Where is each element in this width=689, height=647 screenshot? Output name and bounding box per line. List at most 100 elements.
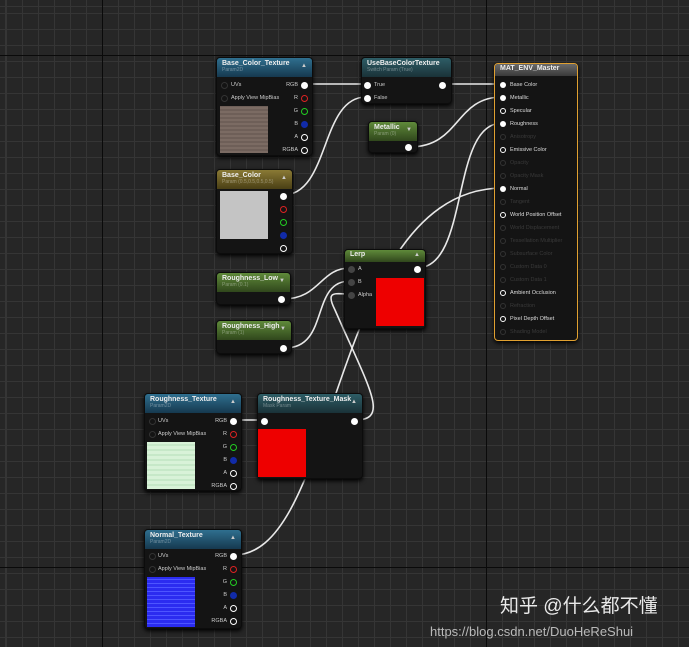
collapse-icon[interactable]: ▲ [351,399,357,405]
master-pin[interactable]: Custom Data 0 [500,263,547,271]
master-pin[interactable]: Pixel Depth Offset [500,315,554,323]
output-pin-g-icon[interactable] [301,108,308,115]
master-pin[interactable]: Ambient Occlusion [500,289,556,297]
output-pin-b-icon[interactable] [230,592,237,599]
pin-icon[interactable] [500,81,506,88]
pin-icon[interactable] [500,289,506,296]
master-pin[interactable]: Normal [500,185,528,193]
master-pin[interactable]: Subsurface Color [500,250,553,258]
pin-icon[interactable] [500,276,506,283]
output-pin-a-icon[interactable] [280,245,287,252]
pin-icon[interactable] [500,172,506,179]
output-pin-icon[interactable] [278,296,285,303]
master-pin[interactable]: Opacity Mask [500,172,543,180]
output-pin-g-icon[interactable] [280,219,287,226]
pin-icon[interactable] [500,185,506,192]
output-pin-g-icon[interactable] [230,579,237,586]
input-pin-false-icon[interactable] [364,95,371,102]
pin-icon[interactable] [500,211,506,218]
pin-icon[interactable] [500,198,506,205]
output-pin-r-icon[interactable] [280,206,287,213]
output-pin-rgb-icon[interactable] [280,193,287,200]
master-pin[interactable]: Tangent [500,198,530,206]
output-pin-icon[interactable] [351,418,358,425]
input-pin-a-icon[interactable] [348,266,355,273]
collapse-icon[interactable]: ▲ [230,535,236,541]
output-pin-rgba-icon[interactable] [230,483,237,490]
node-header[interactable]: Lerp▲ [345,250,425,262]
input-pin-icon[interactable] [149,566,156,573]
output-pin-b-icon[interactable] [301,121,308,128]
input-pin-b-icon[interactable] [348,279,355,286]
pin-icon[interactable] [500,133,506,140]
output-pin-g-icon[interactable] [230,444,237,451]
output-pin-icon[interactable] [405,144,412,151]
collapse-icon[interactable]: ▲ [414,252,420,258]
input-pin-icon[interactable] [221,82,228,89]
output-pin-b-icon[interactable] [230,457,237,464]
output-pin-r-icon[interactable] [230,431,237,438]
pin-icon[interactable] [500,237,506,244]
master-pin[interactable]: Custom Data 1 [500,276,547,284]
output-pin-a-icon[interactable] [230,605,237,612]
output-pin-r-icon[interactable] [301,95,308,102]
node-header[interactable]: MAT_ENV_Master [495,64,577,76]
master-pin[interactable]: Anisotropy [500,133,536,141]
master-pin[interactable]: Opacity [500,159,529,167]
output-pin-icon[interactable] [439,82,446,89]
output-pin-rgb-icon[interactable] [230,418,237,425]
pin-icon[interactable] [500,250,506,257]
master-pin[interactable]: Specular [500,107,532,115]
output-pin-rgb-icon[interactable] [301,82,308,89]
output-pin-icon[interactable] [414,266,421,273]
output-pin-icon[interactable] [280,345,287,352]
output-pin-rgba-icon[interactable] [230,618,237,625]
pin-icon[interactable] [500,263,506,270]
collapse-icon[interactable]: ▲ [281,175,287,181]
pin-icon[interactable] [500,302,506,309]
output-pin-a-icon[interactable] [301,134,308,141]
input-pin-alpha-icon[interactable] [348,292,355,299]
collapse-icon[interactable]: ▼ [279,278,285,284]
output-pin-rgb-icon[interactable] [230,553,237,560]
master-pin[interactable]: Shading Model [500,328,547,336]
output-pin-r-icon[interactable] [230,566,237,573]
input-pin-icon[interactable] [149,431,156,438]
collapse-icon[interactable]: ▲ [230,399,236,405]
collapse-icon[interactable]: ▼ [406,127,412,133]
input-pin-icon[interactable] [149,553,156,560]
collapse-icon[interactable]: ▲ [301,63,307,69]
pin-icon[interactable] [500,120,506,127]
pin-icon[interactable] [500,94,506,101]
input-pin-icon[interactable] [221,95,228,102]
output-pin-a-icon[interactable] [230,470,237,477]
pin-icon[interactable] [500,146,506,153]
node-lerp[interactable]: Lerp▲ A B Alpha [344,249,426,329]
input-pin-true-icon[interactable] [364,82,371,89]
pin-icon[interactable] [500,224,506,231]
master-pin[interactable]: Refraction [500,302,535,310]
master-pin[interactable]: World Position Offset [500,211,561,219]
master-pin[interactable]: Base Color [500,81,537,89]
master-pin[interactable]: Emissive Color [500,146,547,154]
pin-icon[interactable] [500,328,506,335]
pin-icon[interactable] [500,159,506,166]
pin-icon[interactable] [500,107,506,114]
